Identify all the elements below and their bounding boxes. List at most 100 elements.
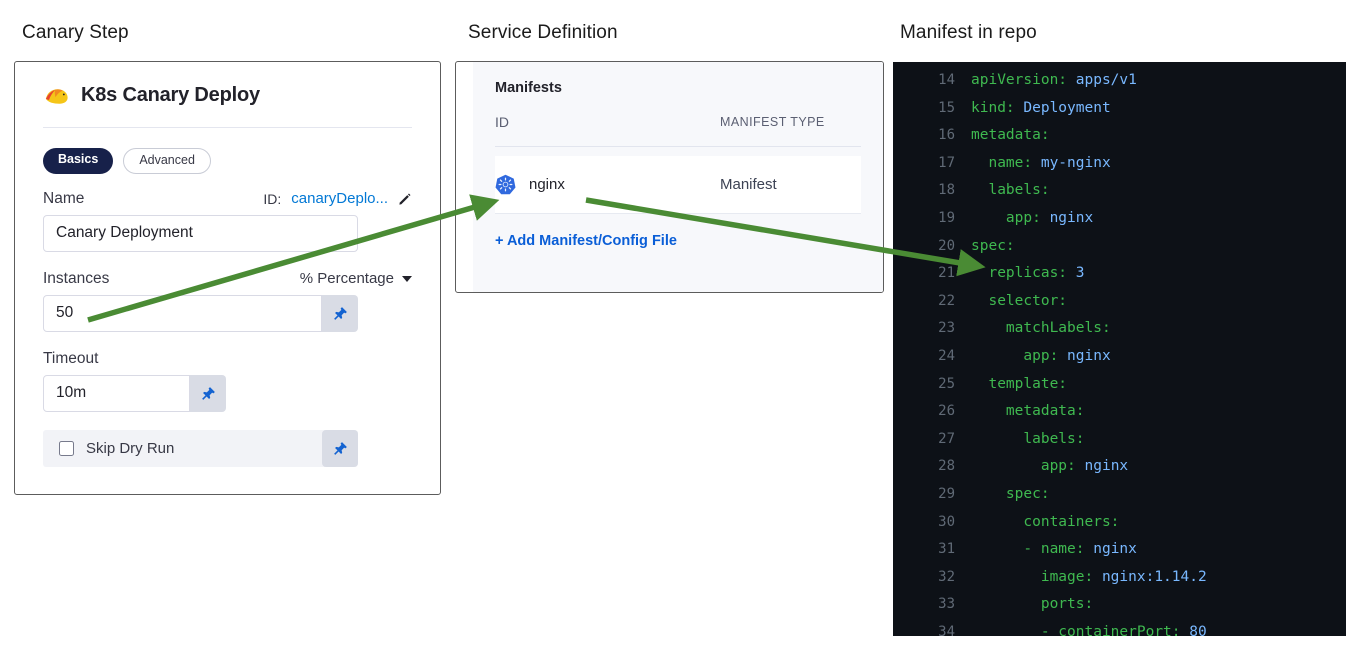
code-text: labels: — [971, 430, 1085, 447]
tab-advanced[interactable]: Advanced — [123, 148, 211, 174]
code-text: ports: — [971, 596, 1094, 613]
step-id-value[interactable]: canaryDeplo... — [291, 190, 388, 207]
instances-label: Instances — [43, 269, 110, 287]
code-text: - containerPort: 80 — [971, 623, 1207, 636]
code-line: 32 image: nginx:1.14.2 — [893, 564, 1346, 592]
code-text: labels: — [971, 182, 1050, 199]
instances-pin-button[interactable] — [322, 294, 358, 332]
skip-dry-run-checkbox-area[interactable]: Skip Dry Run — [43, 440, 322, 457]
manifests-section: Manifests ID MANIFEST TYPE — [473, 62, 883, 292]
code-line: 23 matchLabels: — [893, 315, 1346, 343]
line-number: 18 — [938, 182, 955, 199]
line-number: 33 — [938, 596, 955, 613]
line-number: 21 — [938, 265, 955, 282]
code-text: template: — [971, 375, 1068, 392]
instances-field-group: Instances % Percentage 50 — [43, 270, 412, 332]
manifest-row-type: Manifest — [720, 176, 777, 193]
column-header-manifest-type: MANIFEST TYPE — [720, 115, 825, 129]
code-line: 31 - name: nginx — [893, 536, 1346, 564]
name-field-group: Name ID: canaryDeplo... Canary Deploymen… — [43, 190, 412, 252]
instances-input-value: 50 — [56, 304, 74, 321]
line-number: 15 — [938, 99, 955, 116]
code-text: matchLabels: — [971, 320, 1111, 337]
code-line: 27 labels: — [893, 426, 1346, 454]
line-number: 16 — [938, 127, 955, 144]
pencil-icon[interactable] — [398, 192, 412, 206]
line-number: 22 — [938, 292, 955, 309]
skip-dry-run-row: Skip Dry Run — [43, 429, 358, 467]
line-number: 19 — [938, 209, 955, 226]
name-input[interactable]: Canary Deployment — [43, 214, 358, 252]
instance-unit-value: % Percentage — [299, 270, 394, 287]
skip-dry-run-pin-button[interactable] — [322, 429, 358, 467]
code-line: 29 spec: — [893, 481, 1346, 509]
column-header-id: ID — [495, 114, 509, 130]
table-row[interactable]: nginx Manifest — [495, 156, 861, 214]
instances-input[interactable]: 50 — [43, 294, 322, 332]
timeout-input-value: 10m — [56, 384, 87, 401]
name-label: Name — [43, 189, 85, 207]
pin-icon — [201, 386, 215, 400]
line-number: 23 — [938, 320, 955, 337]
instance-unit-select[interactable]: % Percentage — [300, 270, 412, 287]
code-line: 22 selector: — [893, 288, 1346, 316]
code-text: containers: — [971, 513, 1120, 530]
line-number: 26 — [938, 403, 955, 420]
code-line: 16 metadata: — [893, 122, 1346, 150]
canary-bird-icon — [45, 88, 68, 104]
skip-dry-run-label: Skip Dry Run — [86, 439, 175, 457]
tab-basics[interactable]: Basics — [43, 148, 114, 174]
manifests-table-header: ID MANIFEST TYPE — [495, 114, 861, 147]
caption-service-definition: Service Definition — [468, 22, 618, 43]
instances-input-row: 50 — [43, 294, 412, 332]
skip-dry-run-checkbox[interactable] — [59, 440, 74, 456]
name-input-value: Canary Deployment — [56, 224, 193, 241]
pin-icon — [333, 306, 347, 320]
timeout-input[interactable]: 10m — [43, 374, 190, 412]
code-text: image: nginx:1.14.2 — [971, 568, 1207, 585]
code-text: spec: — [971, 485, 1050, 502]
line-number: 31 — [938, 541, 955, 558]
caption-manifest-in-repo: Manifest in repo — [900, 22, 1037, 43]
canary-step-panel: K8s Canary Deploy Basics Advanced Name I… — [14, 61, 441, 495]
step-id-group: ID: canaryDeplo... — [263, 190, 412, 207]
code-text: metadata: — [971, 127, 1050, 144]
code-line: 19 app: nginx — [893, 205, 1346, 233]
code-line: 25 template: — [893, 371, 1346, 399]
chevron-down-icon — [402, 275, 412, 282]
manifests-heading: Manifests — [495, 80, 562, 96]
code-line: 28 app: nginx — [893, 453, 1346, 481]
line-number: 27 — [938, 430, 955, 447]
line-number: 28 — [938, 458, 955, 475]
timeout-input-row: 10m — [43, 374, 412, 412]
kubernetes-icon — [495, 174, 516, 195]
code-text: spec: — [971, 237, 1015, 254]
timeout-pin-button[interactable] — [190, 374, 226, 412]
service-definition-panel: Manifests ID MANIFEST TYPE — [455, 61, 884, 293]
manifest-row-id: nginx — [529, 176, 565, 193]
mode-tabs: Basics Advanced — [43, 148, 412, 174]
line-number: 29 — [938, 485, 955, 502]
code-line: 34 - containerPort: 80 — [893, 619, 1346, 636]
timeout-label: Timeout — [43, 349, 99, 367]
code-line: 21 replicas: 3 — [893, 260, 1346, 288]
line-number: 34 — [938, 623, 955, 636]
code-text: replicas: 3 — [971, 265, 1085, 282]
code-text: app: nginx — [971, 209, 1094, 226]
line-number: 14 — [938, 72, 955, 88]
step-id-prefix: ID: — [263, 190, 282, 207]
code-text: selector: — [971, 292, 1068, 309]
code-line: 18 labels: — [893, 177, 1346, 205]
code-text: kind: Deployment — [971, 99, 1111, 116]
add-manifest-config-file-link[interactable]: + Add Manifest/Config File — [495, 233, 677, 249]
line-number: 30 — [938, 513, 955, 530]
caption-canary-step: Canary Step — [22, 22, 129, 43]
canary-step-title: K8s Canary Deploy — [81, 84, 260, 106]
code-text: app: nginx — [971, 458, 1129, 475]
code-text: - name: nginx — [971, 541, 1137, 558]
code-line: 17 name: my-nginx — [893, 150, 1346, 178]
